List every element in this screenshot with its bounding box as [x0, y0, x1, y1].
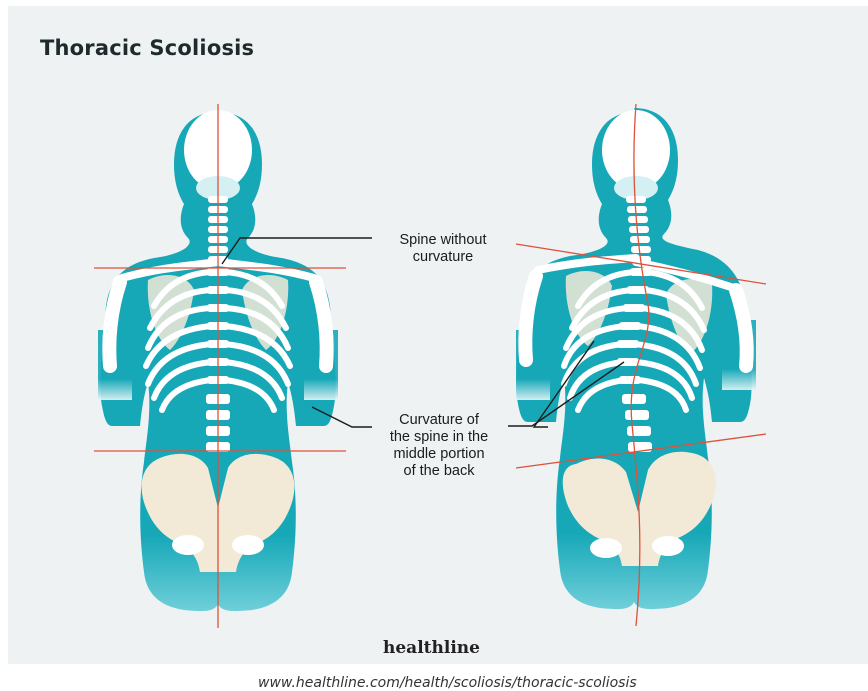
healthline-logo: healthline — [383, 638, 480, 658]
label-normal-spine-line: Spine without — [378, 232, 508, 249]
normal-back-figure — [94, 104, 346, 628]
label-curved-spine: Curvature of the spine in the middle por… — [376, 412, 502, 480]
label-curved-spine-line: of the back — [376, 463, 502, 480]
label-normal-spine-line: curvature — [378, 249, 508, 266]
label-curved-spine-line: the spine in the — [376, 429, 502, 446]
scoliosis-back-figure — [516, 104, 766, 626]
source-url: www.healthline.com/health/scoliosis/thor… — [258, 675, 637, 691]
label-normal-spine: Spine without curvature — [378, 232, 508, 266]
diagram-title: Thoracic Scoliosis — [40, 36, 254, 60]
label-curved-spine-line: Curvature of — [376, 412, 502, 429]
label-curved-spine-line: middle portion — [376, 446, 502, 463]
